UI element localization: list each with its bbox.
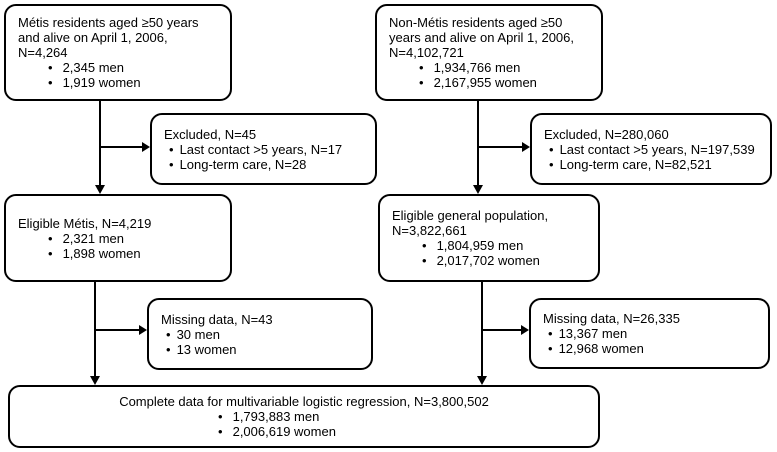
arrow-eligible-general-to-missing-line — [482, 329, 521, 331]
metis-cohort-line-3: N=4,264 — [18, 45, 68, 60]
nonmetis-cohort-line-3: N=4,102,721 — [389, 45, 464, 60]
metis-cohort-line-2: and alive on April 1, 2006, — [18, 30, 168, 45]
nonmetis-cohort-men: 1,934,766 men — [433, 60, 521, 75]
box-missing-metis: Missing data, N=43 • 30 men • 13 women — [147, 298, 373, 370]
box-excluded-metis: Excluded, N=45 • Last contact >5 years, … — [150, 113, 377, 185]
nonmetis-cohort-line-2: years and alive on April 1, 2006, — [389, 30, 575, 45]
eligible-general-men: 1,804,959 men — [436, 238, 524, 253]
arrow-eligible-metis-to-complete-head — [90, 376, 100, 385]
missing-metis-women: 13 women — [176, 341, 237, 357]
box-eligible-general: Eligible general population, N=3,822,661… — [378, 194, 600, 282]
bullet-dot: • — [422, 253, 427, 268]
bullet-item: • 2,321 men — [48, 231, 222, 246]
bullet-item: • 13,367 men — [548, 326, 760, 341]
excluded-metis-contact: Last contact >5 years, N=17 — [179, 141, 343, 157]
arrow-nonmetis-to-excluded-head — [522, 142, 530, 152]
eligible-metis-women: 1,898 women — [62, 245, 141, 261]
arrow-metis-to-excluded-head — [142, 142, 150, 152]
bullet-item: • 12,968 women — [548, 341, 760, 356]
metis-cohort-line-1: Métis residents aged ≥50 years — [18, 15, 199, 30]
bullet-item: • Last contact >5 years, N=17 — [169, 142, 367, 157]
bullet-item: • 1,898 women — [48, 246, 222, 261]
bullet-dot: • — [218, 409, 223, 424]
missing-metis-title: Missing data, N=43 — [161, 311, 273, 327]
bullet-item: • 1,919 women — [48, 75, 222, 90]
arrow-eligible-general-to-complete-head — [477, 376, 487, 385]
metis-cohort-men: 2,345 men — [62, 60, 124, 75]
complete-data-women: 2,006,619 women — [232, 424, 336, 439]
box-missing-nonmetis: Missing data, N=26,335 • 13,367 men • 12… — [529, 298, 770, 369]
bullet-dot: • — [218, 424, 223, 439]
excluded-metis-title: Excluded, N=45 — [164, 126, 257, 142]
arrow-nonmetis-to-excluded-line — [478, 146, 522, 148]
box-eligible-metis: Eligible Métis, N=4,219 • 2,321 men • 1,… — [4, 194, 232, 282]
excluded-metis-ltc: Long-term care, N=28 — [179, 156, 307, 172]
arrow-eligible-metis-to-missing-head — [139, 325, 147, 335]
bullet-dot: • — [166, 326, 171, 342]
eligible-general-women: 2,017,702 women — [436, 253, 540, 268]
arrow-nonmetis-to-eligible-line — [477, 101, 479, 186]
bullet-item: • 1,793,883 men — [218, 409, 336, 424]
bullet-item: • 1,804,959 men — [422, 238, 590, 253]
bullet-item: • 13 women — [166, 342, 363, 357]
bullet-dot: • — [48, 230, 53, 246]
arrow-metis-to-excluded-line — [100, 146, 142, 148]
complete-data-title: Complete data for multivariable logistic… — [119, 394, 489, 409]
eligible-general-line-1: Eligible general population, — [392, 208, 549, 223]
excluded-nonmetis-title: Excluded, N=280,060 — [544, 126, 669, 142]
bullet-item: • Long-term care, N=28 — [169, 157, 367, 172]
bullet-dot: • — [548, 341, 553, 356]
bullet-item: • 2,017,702 women — [422, 253, 590, 268]
nonmetis-cohort-women: 2,167,955 women — [433, 75, 537, 90]
bullet-dot: • — [549, 156, 554, 172]
bullet-dot: • — [48, 60, 53, 75]
missing-nonmetis-title: Missing data, N=26,335 — [543, 311, 680, 326]
eligible-metis-title: Eligible Métis, N=4,219 — [18, 215, 152, 231]
arrow-metis-to-eligible-head — [95, 185, 105, 194]
nonmetis-cohort-line-1: Non-Métis residents aged ≥50 — [389, 15, 563, 30]
bullet-dot: • — [48, 75, 53, 90]
bullet-item: • 2,167,955 women — [419, 75, 593, 90]
bullet-dot: • — [419, 75, 424, 90]
bullet-item: • 30 men — [166, 327, 363, 342]
bullet-dot: • — [48, 245, 53, 261]
arrow-nonmetis-to-eligible-head — [473, 185, 483, 194]
arrow-metis-to-eligible-line — [99, 101, 101, 186]
missing-nonmetis-men: 13,367 men — [558, 326, 628, 341]
box-nonmetis-cohort: Non-Métis residents aged ≥50 years and a… — [375, 4, 603, 101]
complete-data-men: 1,793,883 men — [232, 409, 320, 424]
bullet-dot: • — [166, 341, 171, 357]
box-complete-data: Complete data for multivariable logistic… — [8, 385, 600, 448]
arrow-eligible-general-to-missing-head — [521, 325, 529, 335]
excluded-nonmetis-contact: Last contact >5 years, N=197,539 — [559, 141, 755, 157]
bullet-item: • Long-term care, N=82,521 — [549, 157, 762, 172]
bullet-dot: • — [422, 238, 427, 253]
missing-metis-men: 30 men — [176, 326, 220, 342]
bullet-dot: • — [419, 60, 424, 75]
eligible-metis-men: 2,321 men — [62, 230, 124, 246]
box-metis-cohort: Métis residents aged ≥50 years and alive… — [4, 4, 232, 101]
bullet-dot: • — [169, 156, 174, 172]
complete-data-bullets: • 1,793,883 men • 2,006,619 women — [218, 409, 336, 439]
bullet-item: • 2,006,619 women — [218, 424, 336, 439]
missing-nonmetis-women: 12,968 women — [558, 341, 644, 356]
bullet-dot: • — [548, 326, 553, 341]
excluded-nonmetis-ltc: Long-term care, N=82,521 — [559, 156, 712, 172]
arrow-eligible-metis-to-missing-line — [95, 329, 139, 331]
bullet-dot: • — [549, 141, 554, 157]
bullet-item: • 2,345 men — [48, 60, 222, 75]
bullet-item: • Last contact >5 years, N=197,539 — [549, 142, 762, 157]
box-excluded-nonmetis: Excluded, N=280,060 • Last contact >5 ye… — [530, 113, 772, 185]
bullet-item: • 1,934,766 men — [419, 60, 593, 75]
metis-cohort-women: 1,919 women — [62, 75, 141, 90]
eligible-general-line-2: N=3,822,661 — [392, 223, 467, 238]
bullet-dot: • — [169, 141, 174, 157]
